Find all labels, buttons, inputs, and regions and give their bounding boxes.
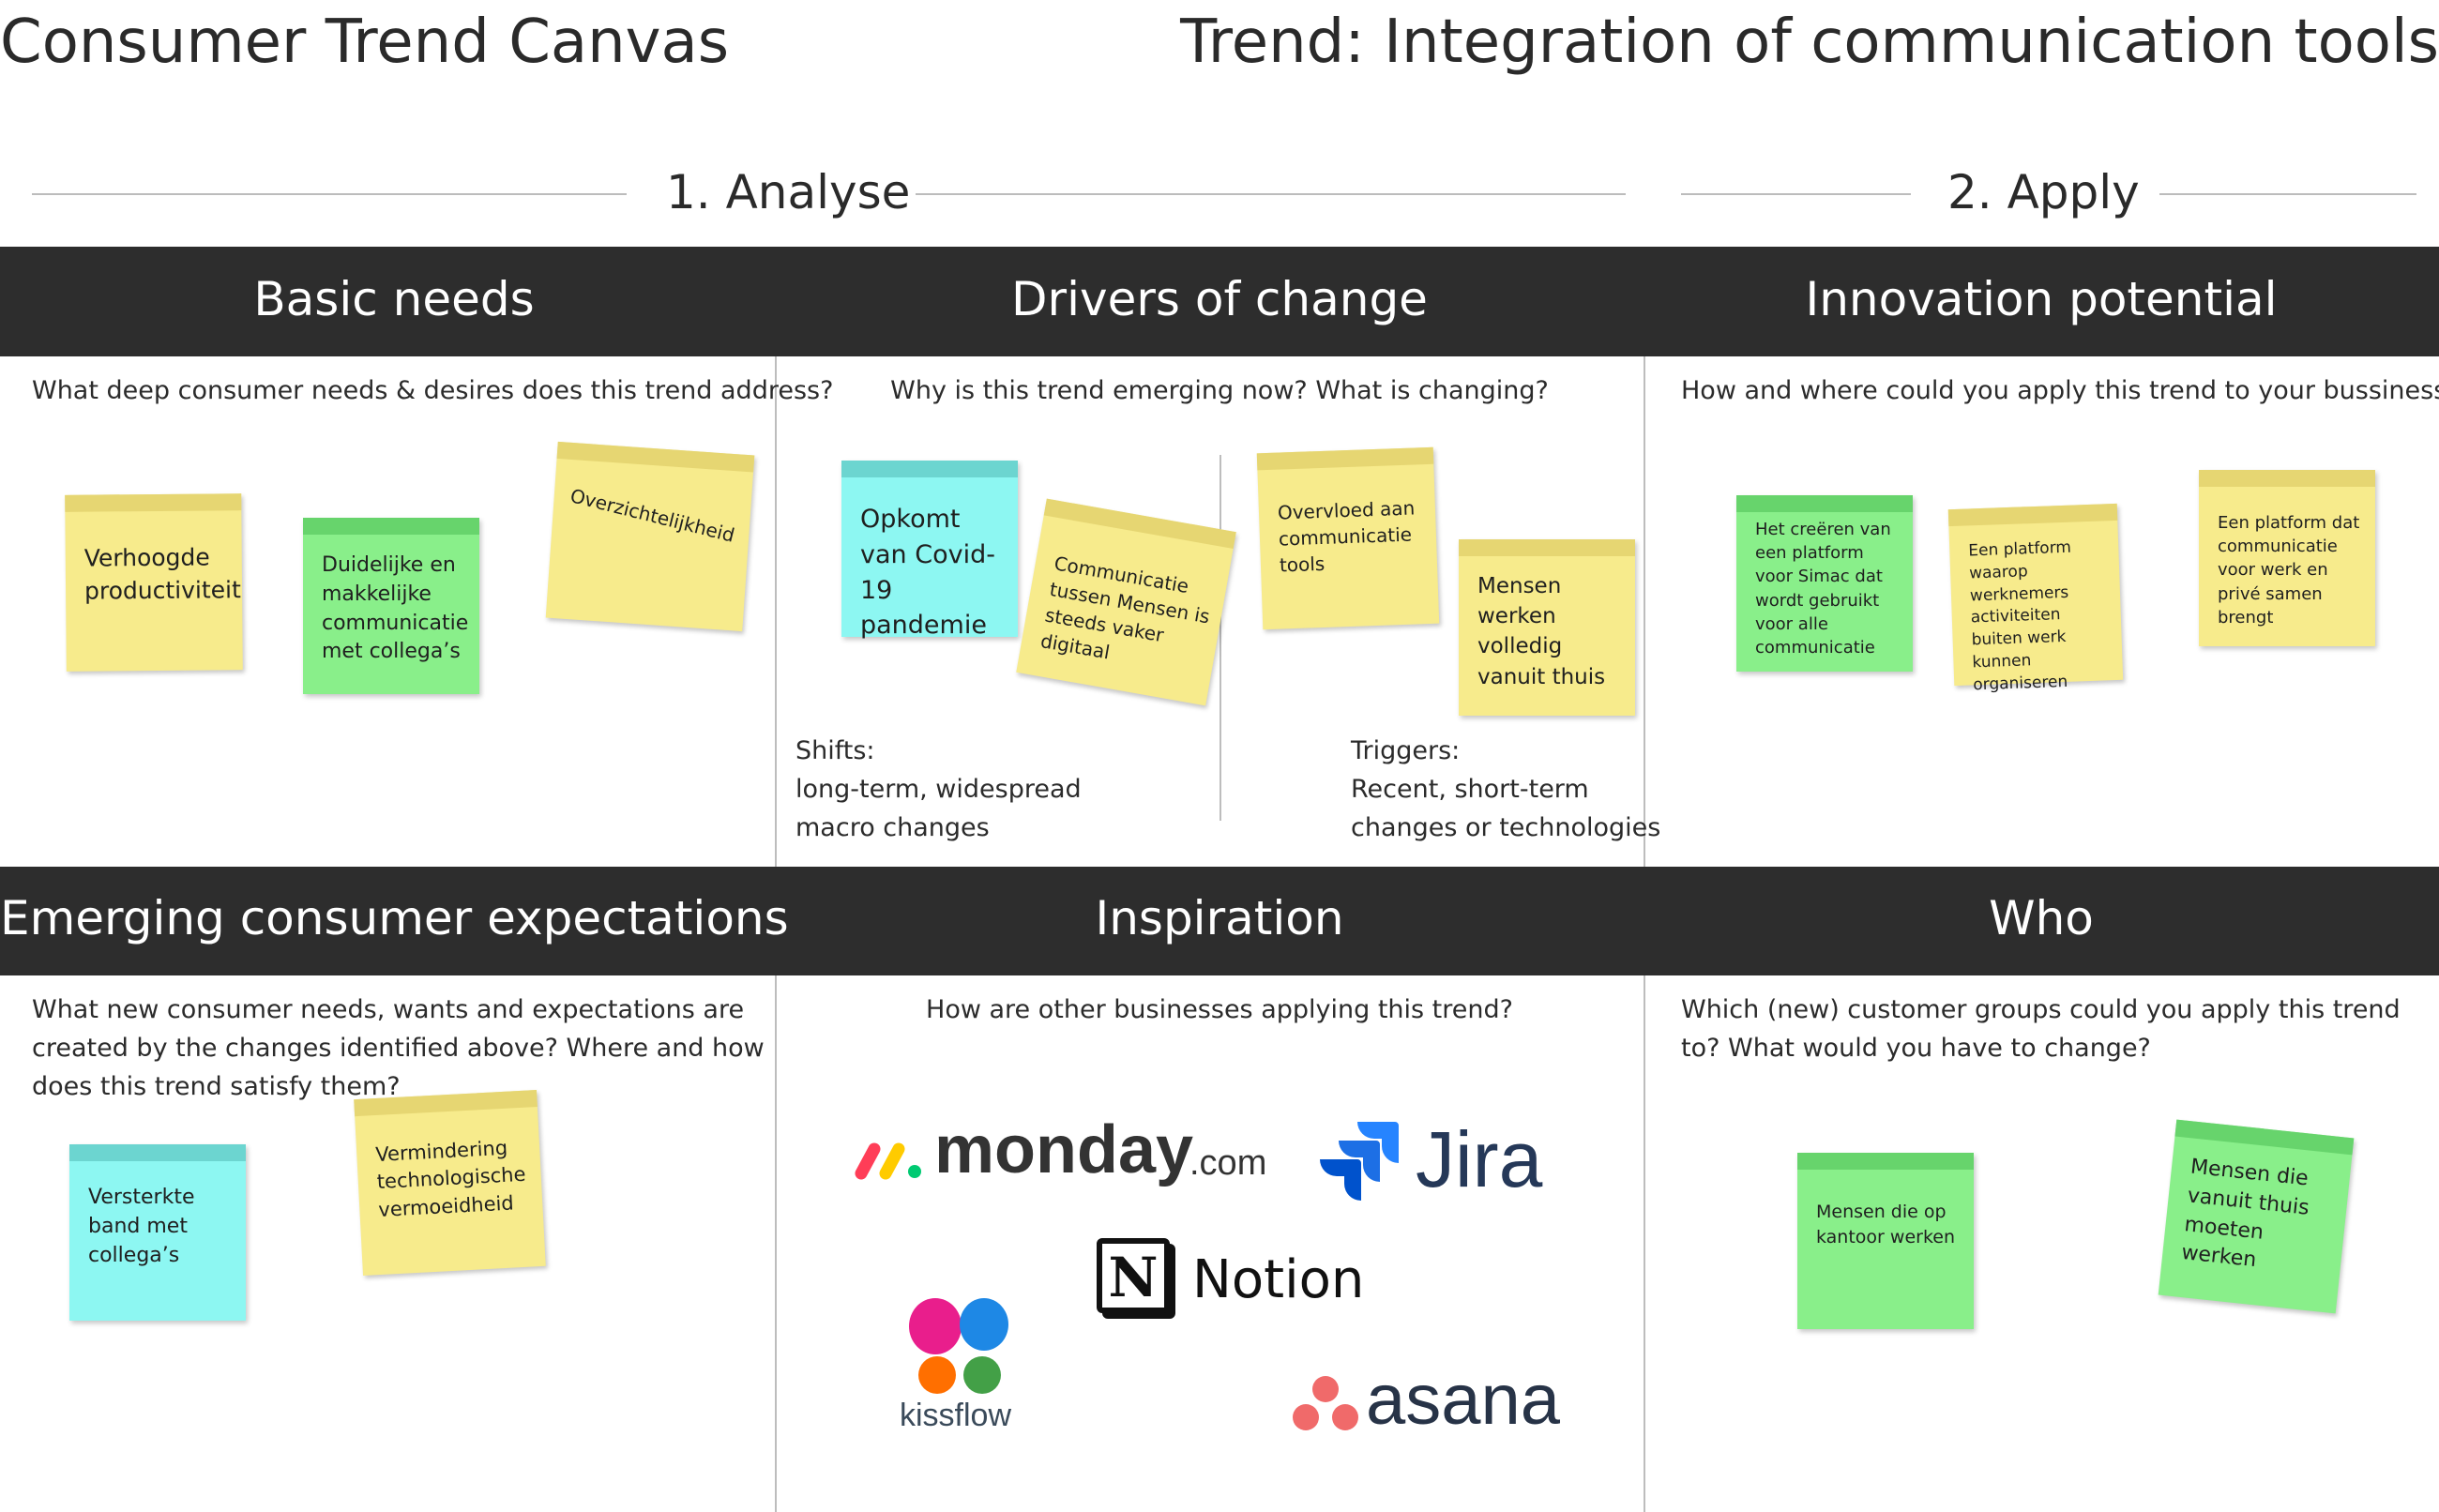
apply-rule-right [2159, 193, 2416, 195]
top-header-band [0, 247, 2439, 356]
sticky-note[interactable]: Verhoogde productiviteit [65, 493, 243, 672]
sticky-note[interactable]: Versterkte band met collega’s [69, 1144, 246, 1321]
monday-suffix: .com [1189, 1143, 1267, 1183]
expectations-question: What new consumer needs, wants and expec… [32, 995, 765, 1101]
section-apply: 2. Apply [1947, 165, 2140, 219]
kissflow-mark-icon [909, 1298, 1008, 1394]
jira-mark-icon [1320, 1122, 1399, 1201]
canvas-title: Consumer Trend Canvas [0, 8, 730, 77]
drivers-inner-divider [1220, 455, 1221, 821]
trend-title: Trend: Integration of communication tool… [1180, 8, 2439, 77]
monday-logo: monday .com [854, 1111, 1276, 1196]
expectations-title: Emerging consumer expectations [0, 891, 789, 945]
kissflow-logo: kissflow [896, 1296, 1027, 1437]
divider-2-bottom [1644, 975, 1645, 1512]
kissflow-wordmark: kissflow [900, 1398, 1012, 1433]
sticky-note[interactable]: Communicatie tussen Mensen is steeds vak… [1016, 498, 1236, 706]
sticky-note[interactable]: Mensen die vanuit thuis moeten werken [2158, 1119, 2355, 1314]
innovation-title: Innovation potential [1805, 272, 2278, 326]
sticky-note[interactable]: Overzichtelijkheid [545, 441, 755, 632]
inspiration-title: Inspiration [1095, 891, 1344, 945]
notion-logo: N Notion [1093, 1236, 1374, 1323]
asana-mark-icon [1293, 1376, 1358, 1430]
notion-mark-icon: N [1097, 1238, 1170, 1313]
sticky-note[interactable]: Een platform waarop werknemers activitei… [1947, 503, 2124, 694]
jira-wordmark: Jira [1416, 1115, 1543, 1203]
asana-wordmark: asana [1366, 1360, 1561, 1440]
who-question: Which (new) customer groups could you ap… [1681, 995, 2401, 1063]
inspiration-question: How are other businesses applying this t… [926, 995, 1513, 1024]
section-analyse: 1. Analyse [666, 165, 911, 219]
analyse-rule-right [916, 193, 1626, 195]
innovation-question: How and where could you apply this trend… [1681, 376, 2439, 405]
sticky-note[interactable]: Mensen die op kantoor werken [1797, 1153, 1974, 1329]
sticky-note[interactable]: Een platform dat communicatie voor werk … [2199, 470, 2375, 646]
sticky-note[interactable]: Het creëren van een platform voor Simac … [1736, 495, 1913, 672]
notion-wordmark: Notion [1192, 1249, 1365, 1310]
shifts-label: Shifts: long-term, widespread macro chan… [795, 736, 1082, 842]
monday-wordmark: monday [934, 1112, 1194, 1187]
divider-1-top [775, 356, 777, 867]
apply-rule-left [1681, 193, 1911, 195]
divider-1-bottom [775, 975, 777, 1512]
divider-2-top [1644, 356, 1645, 867]
sticky-note[interactable]: Opkomt van Covid-19 pandemie [841, 461, 1018, 640]
jira-logo: Jira [1318, 1115, 1571, 1203]
basic-needs-title: Basic needs [253, 272, 535, 326]
asana-logo: asana [1293, 1360, 1602, 1444]
basic-needs-question: What deep consumer needs & desires does … [32, 376, 834, 405]
monday-mark-icon [855, 1142, 921, 1180]
who-title: Who [1989, 891, 2094, 945]
bottom-header-band [0, 867, 2439, 975]
sticky-note[interactable]: Duidelijke en makkelijke communicatie me… [303, 518, 479, 694]
drivers-title: Drivers of change [1011, 272, 1428, 326]
analyse-rule-left [32, 193, 627, 195]
drivers-question: Why is this trend emerging now? What is … [890, 376, 1549, 405]
triggers-label: Triggers: Recent, short-term changes or … [1351, 736, 1661, 842]
sticky-note[interactable]: Overvloed aan communicatie tools [1256, 446, 1440, 630]
sticky-note[interactable]: Mensen werken volledig vanuit thuis [1459, 539, 1635, 716]
sticky-note[interactable]: Vermindering technologische vermoeidheid [354, 1090, 546, 1276]
